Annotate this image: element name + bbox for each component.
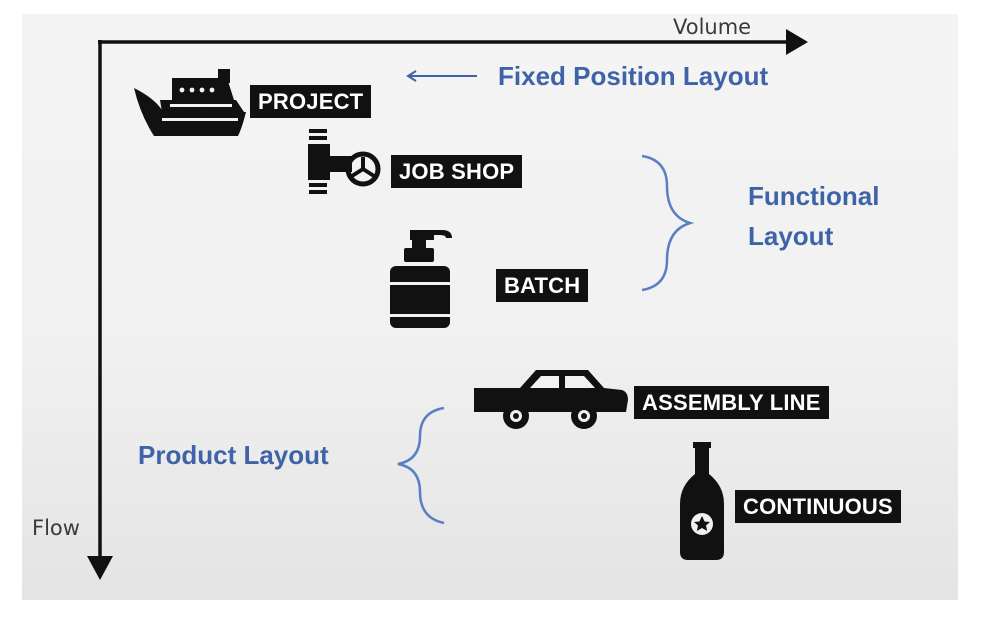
- diagram-graphics: [87, 29, 808, 580]
- pipe-valve-icon: [308, 129, 381, 194]
- process-tag-assembly-line: ASSEMBLY LINE: [634, 386, 829, 419]
- soap-dispenser-icon: [390, 230, 452, 328]
- fixed-position-arrow: [406, 70, 477, 82]
- functional-brace: [641, 154, 695, 292]
- product-brace: [397, 406, 445, 525]
- fixed-position-layout-label: Fixed Position Layout: [498, 61, 769, 91]
- layout-diagram: Volume Flow PROJECT JOB SHOP BATCH ASSEM…: [22, 14, 958, 600]
- bottle-icon: [680, 442, 724, 560]
- process-tag-project: PROJECT: [250, 85, 372, 118]
- product-layout-label: Product Layout: [138, 440, 329, 470]
- volume-axis: [98, 29, 808, 55]
- process-tag-continuous: CONTINUOUS: [735, 490, 901, 523]
- functional-layout-label-line2: Layout: [748, 221, 834, 251]
- process-tag-job-shop: JOB SHOP: [391, 155, 523, 188]
- car-icon: [474, 370, 628, 429]
- process-tag-batch: BATCH: [496, 269, 589, 302]
- ship-icon: [134, 69, 246, 136]
- volume-axis-label: Volume: [673, 15, 752, 39]
- flow-axis-label: Flow: [32, 516, 80, 540]
- functional-layout-label-line1: Functional: [748, 181, 880, 211]
- flow-axis: [87, 40, 113, 580]
